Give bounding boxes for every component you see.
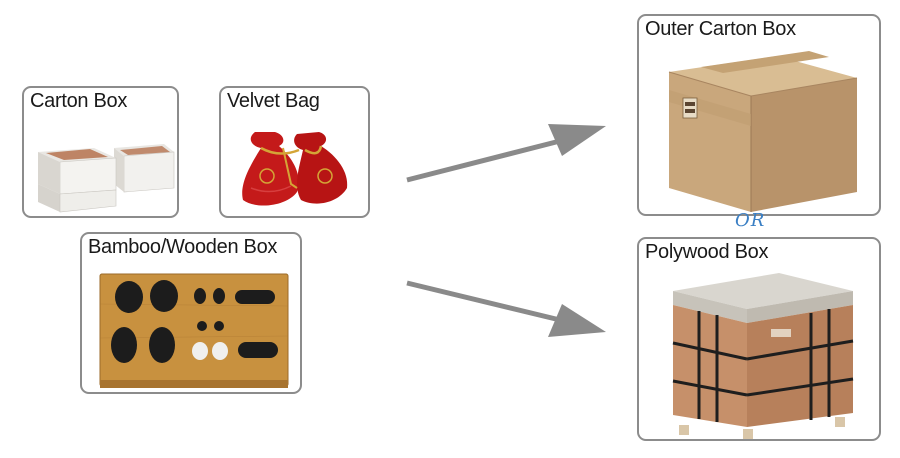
velvet-bag-label: Velvet Bag bbox=[227, 90, 320, 112]
bamboo-box-icon bbox=[99, 273, 289, 388]
carton-box-icon bbox=[38, 144, 175, 213]
outer-carton-icon bbox=[668, 51, 858, 212]
bamboo-box-card: Bamboo/Wooden Box bbox=[80, 232, 302, 394]
velvet-bag-icon bbox=[242, 132, 348, 206]
polywood-box-card: Polywood Box bbox=[637, 237, 881, 441]
carton-box-label: Carton Box bbox=[30, 90, 128, 112]
velvet-bag-card: Velvet Bag bbox=[219, 86, 370, 218]
arrow-icon bbox=[406, 280, 606, 337]
arrow-icon bbox=[406, 124, 606, 183]
carton-box-card: Carton Box bbox=[22, 86, 179, 218]
outer-carton-card: Outer Carton Box bbox=[637, 14, 881, 216]
or-label: OR bbox=[735, 210, 766, 231]
outer-carton-label: Outer Carton Box bbox=[645, 18, 796, 40]
polywood-crate-icon bbox=[672, 273, 854, 439]
polywood-box-label: Polywood Box bbox=[645, 241, 769, 263]
bamboo-box-label: Bamboo/Wooden Box bbox=[88, 236, 278, 258]
